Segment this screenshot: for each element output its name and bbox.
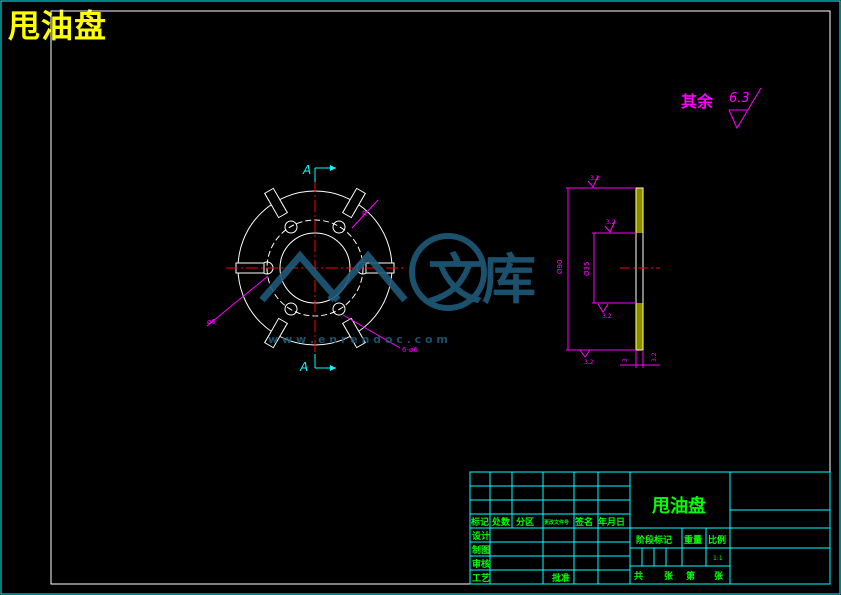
section-hatch <box>636 188 643 233</box>
roughness-note-value: 6.3 <box>729 91 750 106</box>
title-block-weight: 重量 <box>684 534 702 546</box>
title-block <box>469 471 831 585</box>
title-block-stage-mark: 阶段标记 <box>636 534 672 546</box>
slot <box>263 317 289 349</box>
section-hatch <box>636 303 643 350</box>
dim-id: Ø35 <box>583 262 591 276</box>
section-mark-bottom: A <box>299 360 308 374</box>
title-block-col-docno: 更改文件号 <box>544 519 569 526</box>
title-block-part-name: 甩油盘 <box>652 495 706 517</box>
rough-top: 3.2 <box>590 175 600 182</box>
dim-outer-hole: ø6 <box>207 318 216 326</box>
hole <box>284 302 298 316</box>
arrow-icon <box>330 165 336 171</box>
leader-line <box>206 275 269 327</box>
slot <box>341 187 367 219</box>
dim-r: R <box>362 210 367 218</box>
title-block-col-date: 年月日 <box>598 516 625 528</box>
dim-thickness: 3 <box>622 358 629 362</box>
inner-border <box>50 10 831 585</box>
title-block-scale: 比例 <box>708 534 726 546</box>
arrow-icon <box>330 365 336 371</box>
rough-side: 3.2 <box>651 352 658 362</box>
title-block-sheet: 张 <box>714 570 724 582</box>
watermark: 文库 w w w . e n r e n d o c . c o m <box>259 233 536 346</box>
dim-holes: 6-ø6 <box>402 346 418 354</box>
page-title: 甩油盘 <box>8 7 108 45</box>
title-block-col-mark: 标记 <box>470 516 489 528</box>
watermark-brand: 文库 <box>428 248 536 311</box>
title-block-scale-value: 1:1 <box>713 555 723 562</box>
title-block-row-process: 工艺 <box>472 572 490 584</box>
watermark-logo-icon <box>259 250 408 303</box>
roughness-symbol-icon <box>587 175 599 188</box>
title-block-row-draw: 制图 <box>472 544 490 556</box>
leader-line <box>351 199 379 229</box>
hole <box>332 220 346 234</box>
hole <box>284 220 298 234</box>
title-block-page: 第 <box>686 570 695 582</box>
dim-od: Ø90 <box>556 260 564 274</box>
slot <box>341 317 367 349</box>
title-block-col-sign: 签名 <box>574 516 593 528</box>
section-view: Ø90 Ø35 3.2 3.2 3.2 3.2 3 3.2 <box>556 175 660 368</box>
rough-inner: 3.2 <box>606 219 616 226</box>
title-block-total: 共 <box>634 570 643 582</box>
roughness-symbol-icon <box>604 220 616 233</box>
title-block-row-approve: 批准 <box>552 572 570 584</box>
roughness-symbol-icon <box>728 87 762 130</box>
hole <box>332 302 346 316</box>
title-block-col-count: 处数 <box>491 516 511 528</box>
title-block-row-check: 审核 <box>472 558 490 570</box>
title-block-text: 甩油盘 标记 处数 分区 更改文件号 签名 年月日 设计 制图 审核 工艺 批准… <box>470 495 726 584</box>
slot <box>263 187 289 219</box>
rough-inner-bottom: 3.2 <box>602 313 612 320</box>
title-block-sheets: 张 <box>664 570 674 582</box>
title-block-row-design: 设计 <box>472 530 490 542</box>
leader-line <box>342 314 401 349</box>
watermark-url: w w w . e n r e n d o c . c o m <box>268 333 448 346</box>
watermark-logo-icon <box>409 233 487 311</box>
rough-bottom: 3.2 <box>584 359 594 366</box>
section-mark-top: A <box>302 163 311 177</box>
title-block-col-zone: 分区 <box>516 516 534 528</box>
roughness-note-label: 其余 <box>681 92 714 111</box>
roughness-symbol-icon <box>579 349 591 358</box>
roughness-symbol-icon <box>597 303 609 313</box>
